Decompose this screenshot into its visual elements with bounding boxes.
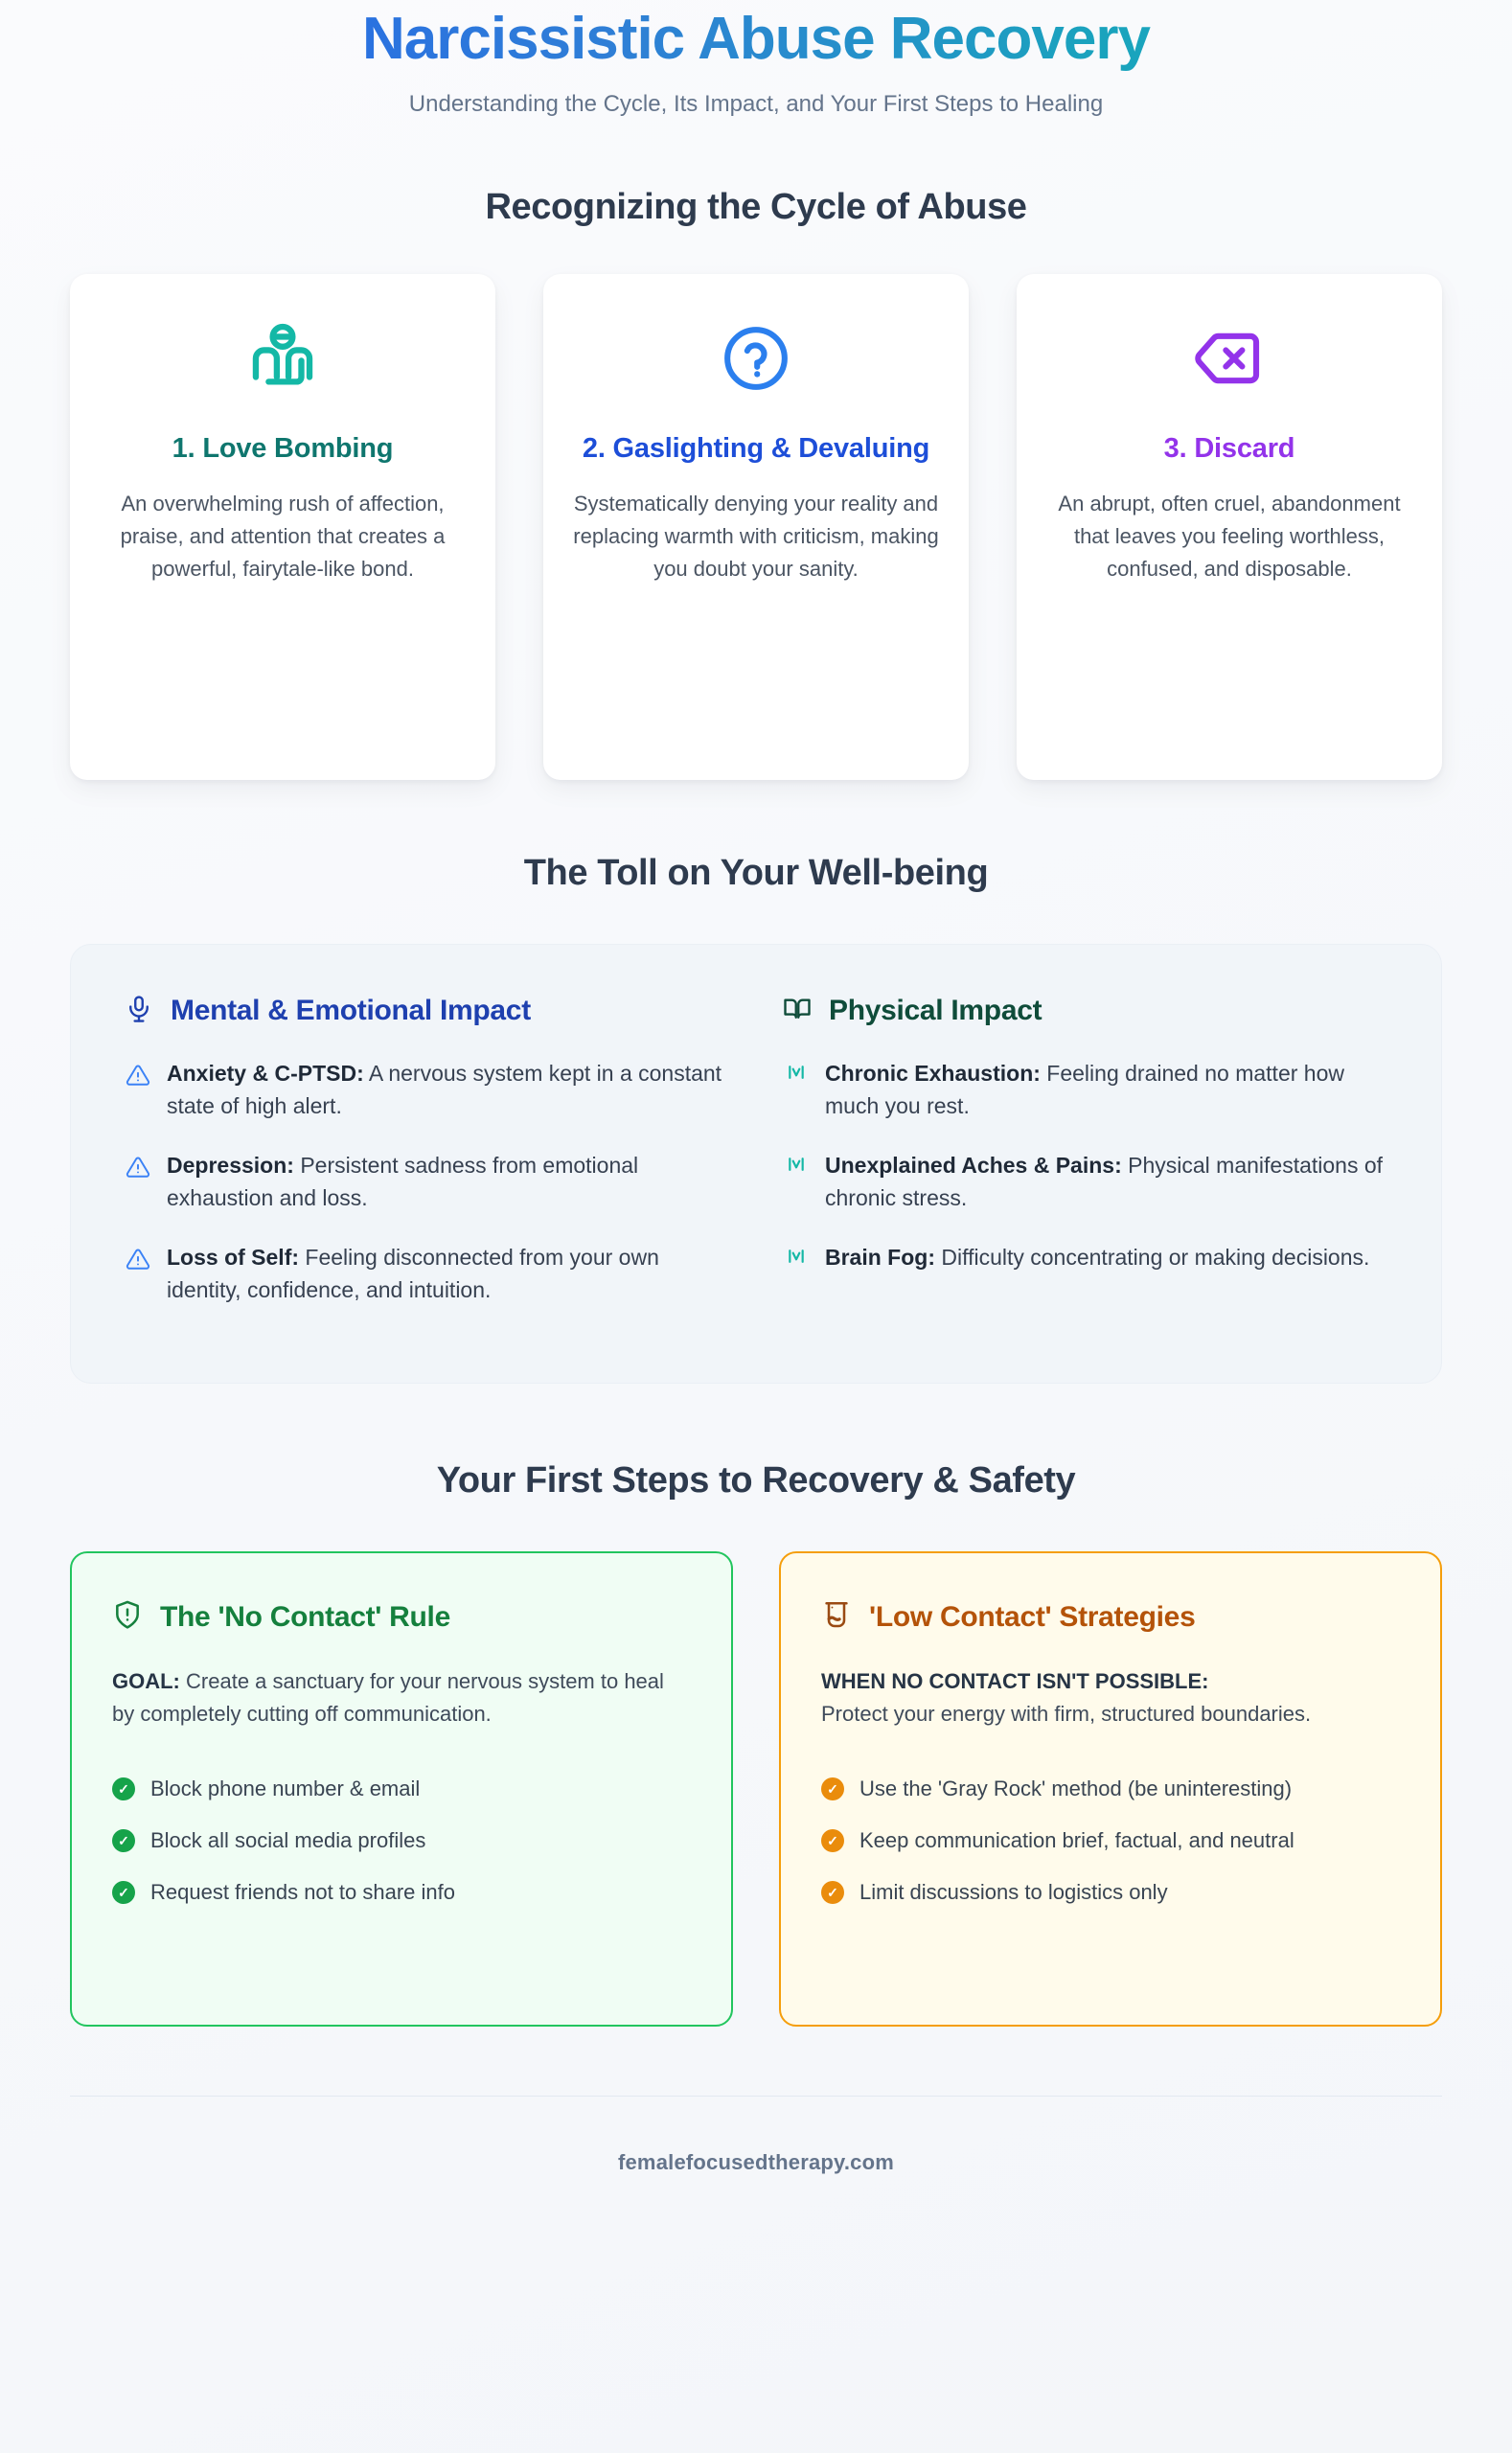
recovery-lead-text: Protect your energy with firm, structure… bbox=[821, 1701, 1312, 1726]
impact-list-item: Brain Fog: Difficulty concentrating or m… bbox=[783, 1241, 1387, 1273]
impact-column-mental: Mental & Emotional Impact Anxiety & C-PT… bbox=[125, 995, 729, 1333]
check-circle-icon: ✓ bbox=[821, 1880, 844, 1904]
cycle-card-love-bombing: 1. Love Bombing An overwhelming rush of … bbox=[70, 273, 495, 780]
impact-item-term: Anxiety & C-PTSD: bbox=[167, 1060, 364, 1086]
checklist-item-label: Use the 'Gray Rock' method (be uninteres… bbox=[859, 1777, 1293, 1801]
cycle-card-title: 2. Gaslighting & Devaluing bbox=[582, 432, 930, 464]
cycle-card-description: An abrupt, often cruel, abandonment that… bbox=[1058, 492, 1401, 582]
cycle-card-discard: 3. Discard An abrupt, often cruel, aband… bbox=[1017, 273, 1442, 780]
recovery-card-low-contact: 'Low Contact' Strategies WHEN NO CONTACT… bbox=[779, 1551, 1442, 2028]
checklist-item-label: Keep communication brief, factual, and n… bbox=[859, 1827, 1294, 1852]
checklist-item: ✓ Keep communication brief, factual, and… bbox=[821, 1825, 1400, 1856]
impact-item-term: Depression: bbox=[167, 1153, 294, 1179]
impact-column-header: Mental & Emotional Impact bbox=[125, 995, 729, 1028]
recovery-card-title: The 'No Contact' Rule bbox=[160, 1600, 450, 1633]
cycle-section-heading: Recognizing the Cycle of Abuse bbox=[485, 186, 1027, 227]
check-circle-icon: ✓ bbox=[112, 1777, 135, 1800]
microphone-icon bbox=[125, 995, 153, 1028]
cycle-card-title: 1. Love Bombing bbox=[172, 432, 394, 464]
impact-item-detail: Persistent sadness from emotional exhaus… bbox=[167, 1153, 639, 1211]
footer-website[interactable]: femalefocusedtherapy.com bbox=[617, 2150, 895, 2175]
impact-list-item: Chronic Exhaustion: Feeling drained no m… bbox=[783, 1057, 1387, 1122]
recovery-section-heading: Your First Steps to Recovery & Safety bbox=[436, 1460, 1076, 1502]
impact-item-term: Loss of Self: bbox=[167, 1245, 300, 1271]
shield-alert-icon bbox=[112, 1599, 143, 1635]
impact-item-term: Chronic Exhaustion: bbox=[825, 1060, 1041, 1086]
checklist-item-label: Block phone number & email bbox=[150, 1777, 421, 1801]
alert-triangle-icon bbox=[125, 1241, 151, 1306]
impact-column-title: Physical Impact bbox=[829, 995, 1042, 1027]
impact-list-item: Anxiety & C-PTSD: A nervous system kept … bbox=[125, 1057, 729, 1122]
cycle-card-description: Systematically denying your reality and … bbox=[573, 492, 939, 582]
impact-column-title: Mental & Emotional Impact bbox=[171, 995, 531, 1027]
recovery-card-lead: GOAL: Create a sanctuary for your nervou… bbox=[112, 1665, 691, 1730]
heart-pulse-icon bbox=[783, 1241, 810, 1273]
impact-item-text: Brain Fog: Difficulty concentrating or m… bbox=[825, 1241, 1369, 1273]
impact-panel: Mental & Emotional Impact Anxiety & C-PT… bbox=[70, 943, 1442, 1385]
impact-list-item: Loss of Self: Feeling disconnected from … bbox=[125, 1241, 729, 1306]
checklist-item-label: Limit discussions to logistics only bbox=[859, 1879, 1168, 1904]
impact-list-item: Unexplained Aches & Pains: Physical mani… bbox=[783, 1149, 1387, 1214]
impact-item-detail: Physical manifestations of chronic stres… bbox=[825, 1153, 1384, 1211]
checklist-item-label: Block all social media profiles bbox=[150, 1827, 426, 1852]
checklist-item-label: Request friends not to share info bbox=[150, 1879, 455, 1904]
recovery-card-no-contact: The 'No Contact' Rule GOAL: Create a san… bbox=[70, 1551, 733, 2028]
heart-pulse-icon bbox=[783, 1057, 810, 1122]
page-title: Narcissistic Abuse Recovery bbox=[70, 7, 1442, 72]
checklist-item: ✓ Use the 'Gray Rock' method (be uninter… bbox=[821, 1774, 1400, 1804]
cycle-card-description: An overwhelming rush of affection, prais… bbox=[120, 492, 446, 582]
impact-column-physical: Physical Impact Chronic Exhaustion: Feel… bbox=[783, 995, 1387, 1333]
impact-section-heading: The Toll on Your Well-being bbox=[523, 852, 989, 893]
recovery-lead-label: GOAL: bbox=[112, 1669, 180, 1694]
impact-item-detail: Difficulty concentrating or making decis… bbox=[941, 1245, 1370, 1271]
impact-item-text: Unexplained Aches & Pains: Physical mani… bbox=[825, 1149, 1387, 1214]
impact-item-detail: A nervous system kept in a constant stat… bbox=[167, 1060, 722, 1118]
hero-header: Narcissistic Abuse Recovery Understandin… bbox=[70, 0, 1442, 118]
check-circle-icon: ✓ bbox=[112, 1828, 135, 1852]
recovery-lead-label: WHEN NO CONTACT ISN'T POSSIBLE: bbox=[821, 1669, 1209, 1694]
checklist-item: ✓ Limit discussions to logistics only bbox=[821, 1877, 1400, 1908]
page-subtitle: Understanding the Cycle, Its Impact, and… bbox=[408, 90, 1104, 117]
alert-triangle-icon bbox=[125, 1057, 151, 1122]
impact-item-text: Loss of Self: Feeling disconnected from … bbox=[167, 1241, 729, 1306]
impact-item-text: Chronic Exhaustion: Feeling drained no m… bbox=[825, 1057, 1387, 1122]
impact-item-term: Unexplained Aches & Pains: bbox=[825, 1153, 1122, 1179]
impact-list-item: Depression: Persistent sadness from emot… bbox=[125, 1149, 729, 1214]
cycle-card-title: 3. Discard bbox=[1163, 432, 1295, 464]
check-circle-icon: ✓ bbox=[821, 1777, 844, 1800]
footer-divider bbox=[70, 2096, 1442, 2098]
recovery-card-lead: WHEN NO CONTACT ISN'T POSSIBLE: Protect … bbox=[821, 1665, 1400, 1730]
heart-pulse-icon bbox=[783, 1149, 810, 1214]
recovery-card-header: 'Low Contact' Strategies bbox=[821, 1599, 1400, 1635]
hand-heart-icon bbox=[99, 318, 467, 399]
help-circle-icon bbox=[572, 318, 940, 399]
recovery-card-row: The 'No Contact' Rule GOAL: Create a san… bbox=[70, 1551, 1442, 2028]
check-circle-icon: ✓ bbox=[821, 1828, 844, 1852]
recovery-card-header: The 'No Contact' Rule bbox=[112, 1599, 691, 1635]
checklist-item: ✓ Block all social media profiles bbox=[112, 1825, 691, 1856]
recovery-lead-text: Create a sanctuary for your nervous syst… bbox=[112, 1669, 664, 1726]
alert-triangle-icon bbox=[125, 1149, 151, 1214]
cycle-card-row: 1. Love Bombing An overwhelming rush of … bbox=[70, 273, 1442, 780]
check-circle-icon: ✓ bbox=[112, 1880, 135, 1904]
impact-item-term: Brain Fog: bbox=[825, 1245, 935, 1271]
impact-item-text: Depression: Persistent sadness from emot… bbox=[167, 1149, 729, 1214]
impact-item-detail: Feeling drained no matter how much you r… bbox=[825, 1060, 1344, 1118]
recovery-checklist: ✓ Block phone number & email ✓ Block all… bbox=[112, 1774, 691, 1908]
recovery-card-title: 'Low Contact' Strategies bbox=[869, 1600, 1196, 1633]
cycle-card-gaslighting: 2. Gaslighting & Devaluing Systematicall… bbox=[543, 273, 969, 780]
beaker-icon bbox=[821, 1599, 852, 1635]
checklist-item: ✓ Block phone number & email bbox=[112, 1774, 691, 1804]
open-book-icon bbox=[783, 995, 812, 1028]
recovery-checklist: ✓ Use the 'Gray Rock' method (be uninter… bbox=[821, 1774, 1400, 1908]
impact-item-text: Anxiety & C-PTSD: A nervous system kept … bbox=[167, 1057, 729, 1122]
delete-key-icon bbox=[1045, 318, 1413, 399]
checklist-item: ✓ Request friends not to share info bbox=[112, 1877, 691, 1908]
impact-column-header: Physical Impact bbox=[783, 995, 1387, 1028]
impact-item-detail: Feeling disconnected from your own ident… bbox=[167, 1245, 659, 1303]
